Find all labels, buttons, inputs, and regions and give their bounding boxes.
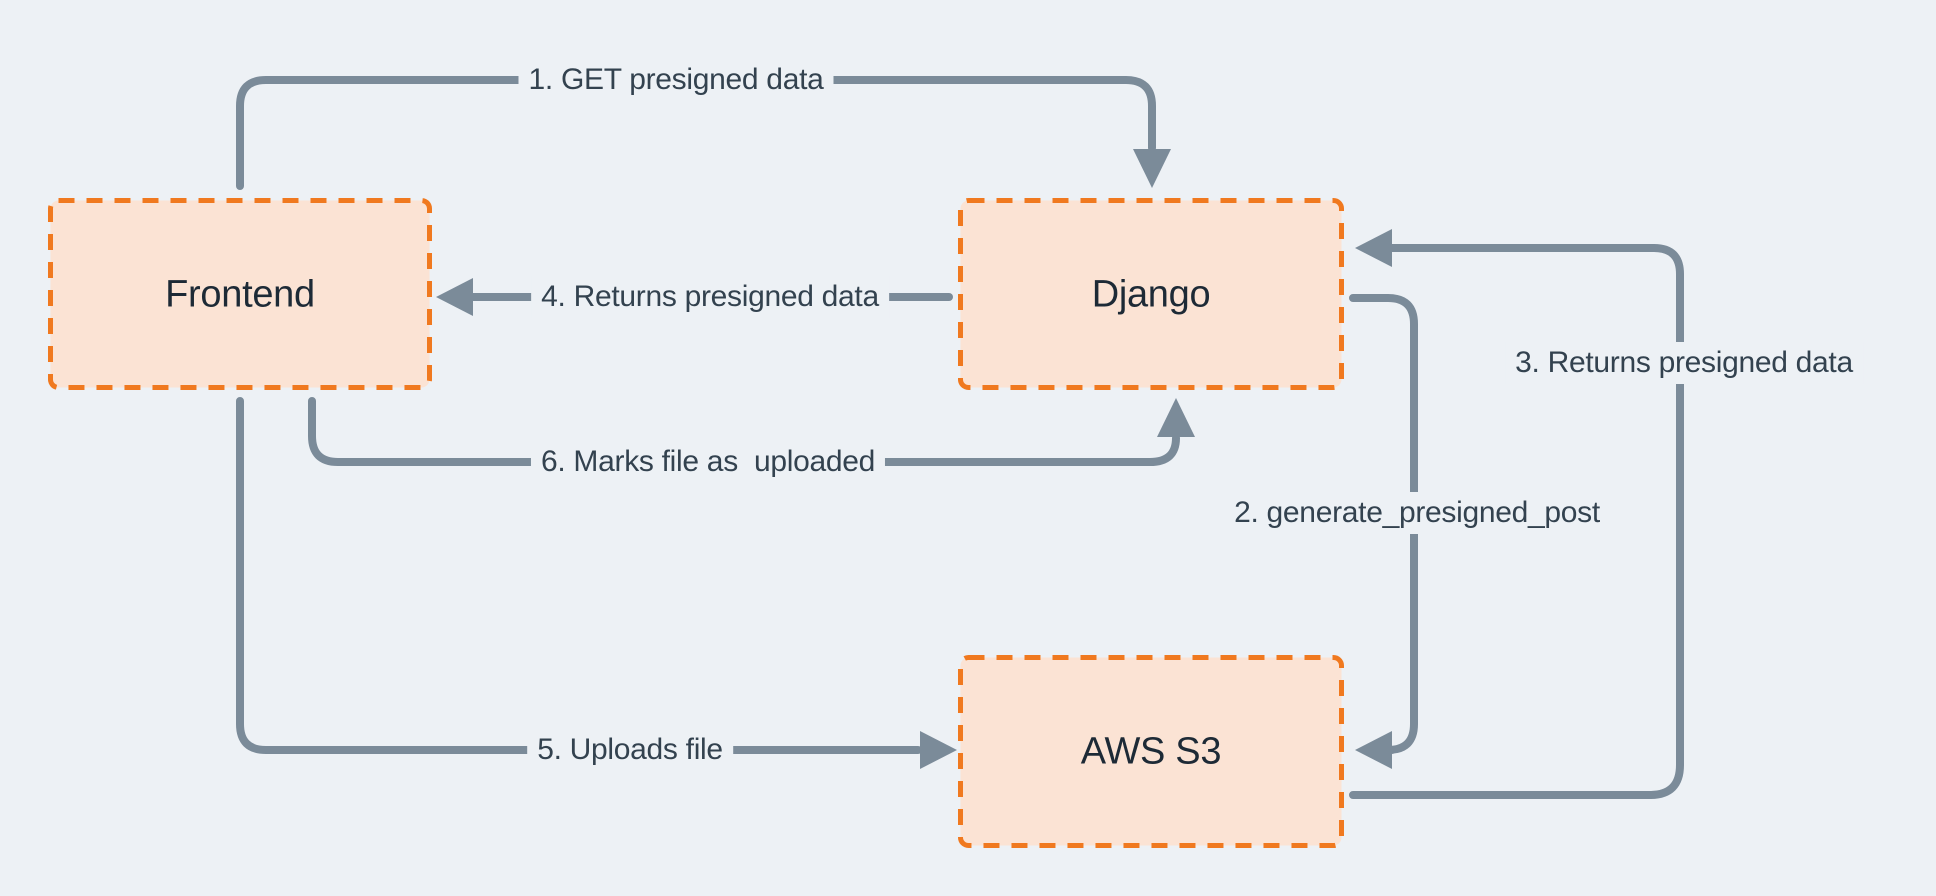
edge-6-label: 6. Marks file as uploaded — [530, 441, 886, 483]
edge-4-arrowhead-left — [436, 278, 473, 316]
node-frontend-box — [48, 198, 432, 390]
node-aws-s3-label: AWS S3 — [1080, 730, 1222, 773]
edge-3-line — [1349, 244, 1684, 799]
node-django-box — [958, 198, 1344, 390]
edge-1-arrowhead-down — [1133, 149, 1171, 188]
edge-6-line — [308, 397, 1180, 466]
edge-5-line — [236, 397, 922, 754]
edge-2-label: 2. generate_presigned_post — [1224, 492, 1610, 534]
edge-3-label: 3. Returns presigned data — [1505, 342, 1863, 384]
edge-5-label: 5. Uploads file — [527, 729, 733, 771]
edge-3-arrowhead-left — [1355, 229, 1392, 267]
node-aws-s3-box — [958, 655, 1344, 848]
node-django-label: Django — [1091, 273, 1211, 316]
node-frontend-label: Frontend — [165, 273, 315, 316]
edge-5-arrowhead-right — [920, 731, 957, 769]
edge-6-arrowhead-up — [1157, 398, 1195, 437]
edge-4-label: 4. Returns presigned data — [531, 276, 889, 318]
edge-1-label: 1. GET presigned data — [518, 59, 834, 101]
edge-2-arrowhead-left — [1355, 731, 1392, 769]
